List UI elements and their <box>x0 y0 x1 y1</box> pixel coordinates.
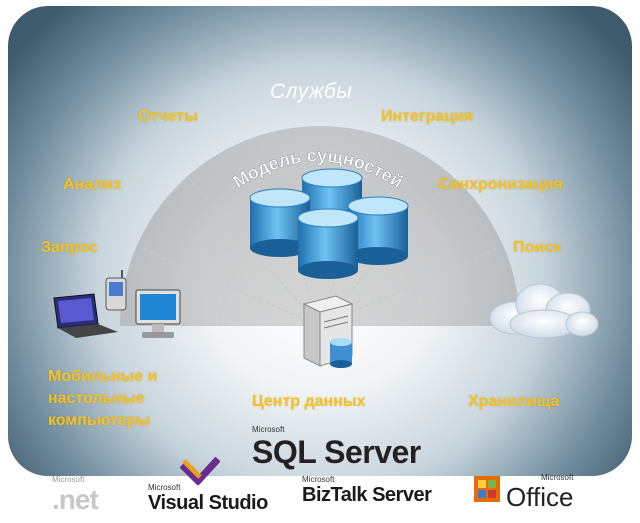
sql-server-logo: Microsoft SQL Server <box>252 426 421 471</box>
label-datacenter: Центр данных <box>252 393 366 410</box>
label-mobile-desktop: Мобильные и настольные компьютеры <box>48 368 158 429</box>
label-sync: Синхронизация <box>438 176 563 193</box>
biztalk-name: BizTalk Server <box>302 484 432 506</box>
office-name: Office <box>506 482 574 512</box>
database-cluster <box>249 168 409 279</box>
label-query: Запрос <box>41 239 98 256</box>
pda-icon <box>105 270 127 311</box>
visual-studio-logo-icon <box>180 457 220 485</box>
database-cylinder-icon <box>297 208 359 279</box>
biztalk-logo: Microsoft BizTalk Server <box>302 475 432 507</box>
diagram-frame: Службы Модель сущностей <box>8 6 632 476</box>
cloud-icon <box>489 283 599 339</box>
monitor-icon <box>135 289 181 338</box>
dotnet-logo: Microsoft .net <box>52 475 99 516</box>
visual-studio-vendor: Microsoft <box>148 483 181 492</box>
services-title: Службы <box>270 80 353 103</box>
biztalk-vendor: Microsoft <box>302 475 335 484</box>
label-reports: Отчеты <box>138 108 198 125</box>
sql-server-name: SQL Server <box>252 434 421 470</box>
dotnet-name: .net <box>52 484 99 515</box>
office-logo: Microsoft Office <box>506 474 573 513</box>
office-logo-icon <box>474 476 500 502</box>
client-devices <box>53 270 181 338</box>
office-vendor: Microsoft <box>540 473 574 482</box>
label-storage: Хранилища <box>468 393 560 410</box>
label-search: Поиск <box>513 239 562 256</box>
laptop-icon <box>53 293 118 338</box>
sql-server-vendor: Microsoft <box>252 425 285 434</box>
dotnet-vendor: Microsoft <box>52 475 85 484</box>
visual-studio-name: Visual Studio <box>148 492 268 514</box>
visual-studio-logo: Microsoft Visual Studio <box>148 484 268 515</box>
label-integration: Интеграция <box>381 108 474 125</box>
label-analysis: Анализ <box>63 176 122 193</box>
server-icon <box>302 295 354 368</box>
